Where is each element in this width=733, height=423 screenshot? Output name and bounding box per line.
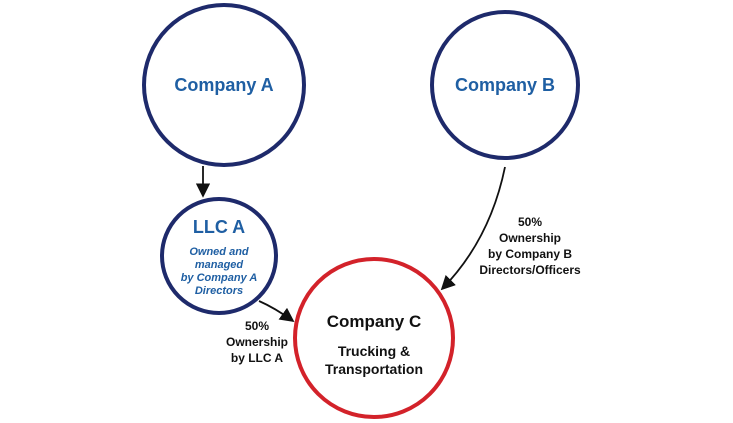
llc-a-subtitle: Owned and managed by Company A Directors bbox=[181, 246, 258, 298]
llc-a-subtitle-line: Owned and bbox=[189, 246, 249, 258]
edge-label-line: Directors/Officers bbox=[479, 263, 581, 277]
company-c-label: Company C bbox=[326, 312, 422, 331]
company-b-label: Company B bbox=[454, 75, 556, 95]
arrow-llc-to-c bbox=[258, 300, 295, 323]
arrow-b-to-c bbox=[440, 166, 506, 291]
company-a-label: Company A bbox=[174, 75, 274, 95]
edge-label-line: 50% bbox=[517, 215, 543, 229]
llc-a-subtitle-line: managed bbox=[194, 259, 244, 271]
company-b-circle bbox=[430, 10, 580, 160]
edge-label-line: by LLC A bbox=[230, 351, 284, 365]
llc-a-subtitle-line: Directors bbox=[194, 285, 244, 297]
llc-a-circle bbox=[160, 197, 278, 315]
company-a-circle bbox=[142, 3, 306, 167]
company-c-subtitle-line: Trucking & bbox=[337, 343, 411, 359]
company-c-subtitle: Trucking & Transportation bbox=[325, 342, 423, 378]
edge-label-line: Ownership bbox=[498, 231, 561, 245]
company-c-circle bbox=[293, 257, 455, 419]
edge-label-line: by Company B bbox=[487, 247, 572, 261]
company-c-subtitle-line: Transportation bbox=[324, 361, 424, 377]
llc-ownership-label: 50% Ownership by LLC A bbox=[226, 318, 288, 366]
llc-a-subtitle-line: by Company A bbox=[180, 272, 258, 284]
llc-a-label: LLC A bbox=[192, 217, 246, 237]
edge-label-line: 50% bbox=[244, 319, 270, 333]
edge-label-line: Ownership bbox=[225, 335, 289, 349]
company-b-ownership-label: 50% Ownership by Company B Directors/Off… bbox=[479, 214, 580, 278]
